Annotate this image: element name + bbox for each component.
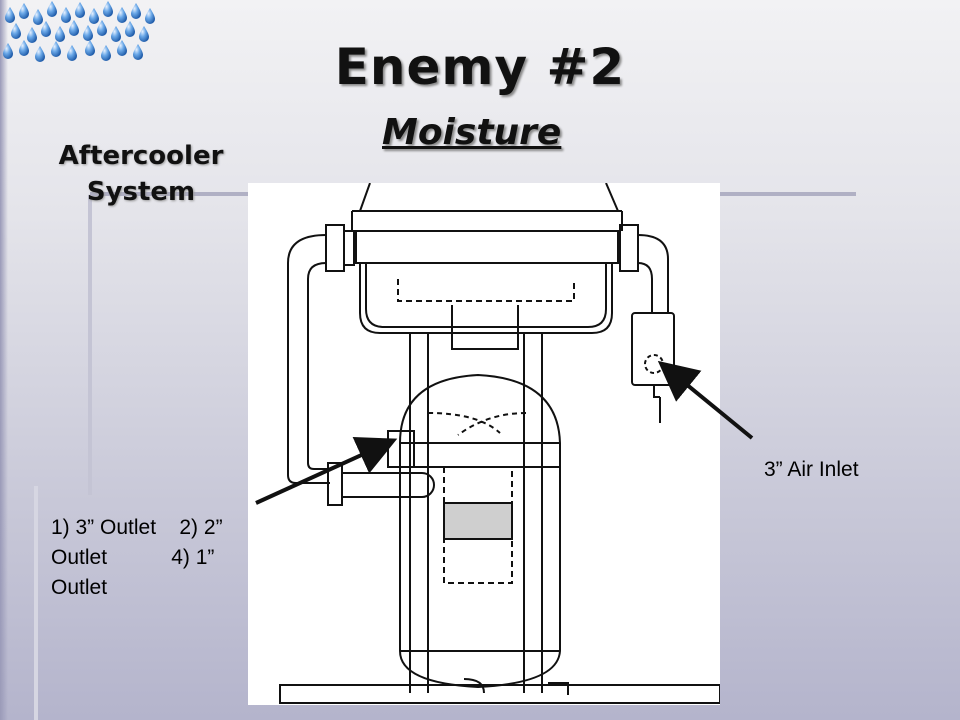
outlets-label-line-3: Outlet xyxy=(51,576,108,599)
background-band-vertical xyxy=(88,195,92,495)
outlets-label-line-2: Outlet 4) 1” xyxy=(51,546,215,569)
inlet-arrow xyxy=(657,360,754,440)
background-band-lower xyxy=(34,486,38,720)
slide-subtitle: Moisture xyxy=(382,112,562,153)
cooler-hood xyxy=(351,182,623,231)
outlets-label-line-1: 1) 3” Outlet 2) 2” xyxy=(51,516,223,539)
outlets-label: 1) 3” Outlet 2) 2” Outlet 4) 1” Outlet xyxy=(51,513,281,603)
right-pipe xyxy=(637,234,669,313)
left-pipe xyxy=(287,234,330,484)
cooler-body xyxy=(355,230,619,264)
section-title-line-1: Aftercooler xyxy=(58,141,224,171)
section-title: Aftercooler System xyxy=(52,138,230,210)
aftercooler-diagram xyxy=(248,182,721,705)
outlet-arrow xyxy=(255,437,398,505)
support-legs xyxy=(409,333,543,693)
section-title-line-2: System xyxy=(86,177,196,207)
background-band-left xyxy=(0,0,8,720)
air-inlet-label: 3” Air Inlet xyxy=(764,458,859,481)
slide-title: Enemy #2 xyxy=(334,38,626,96)
